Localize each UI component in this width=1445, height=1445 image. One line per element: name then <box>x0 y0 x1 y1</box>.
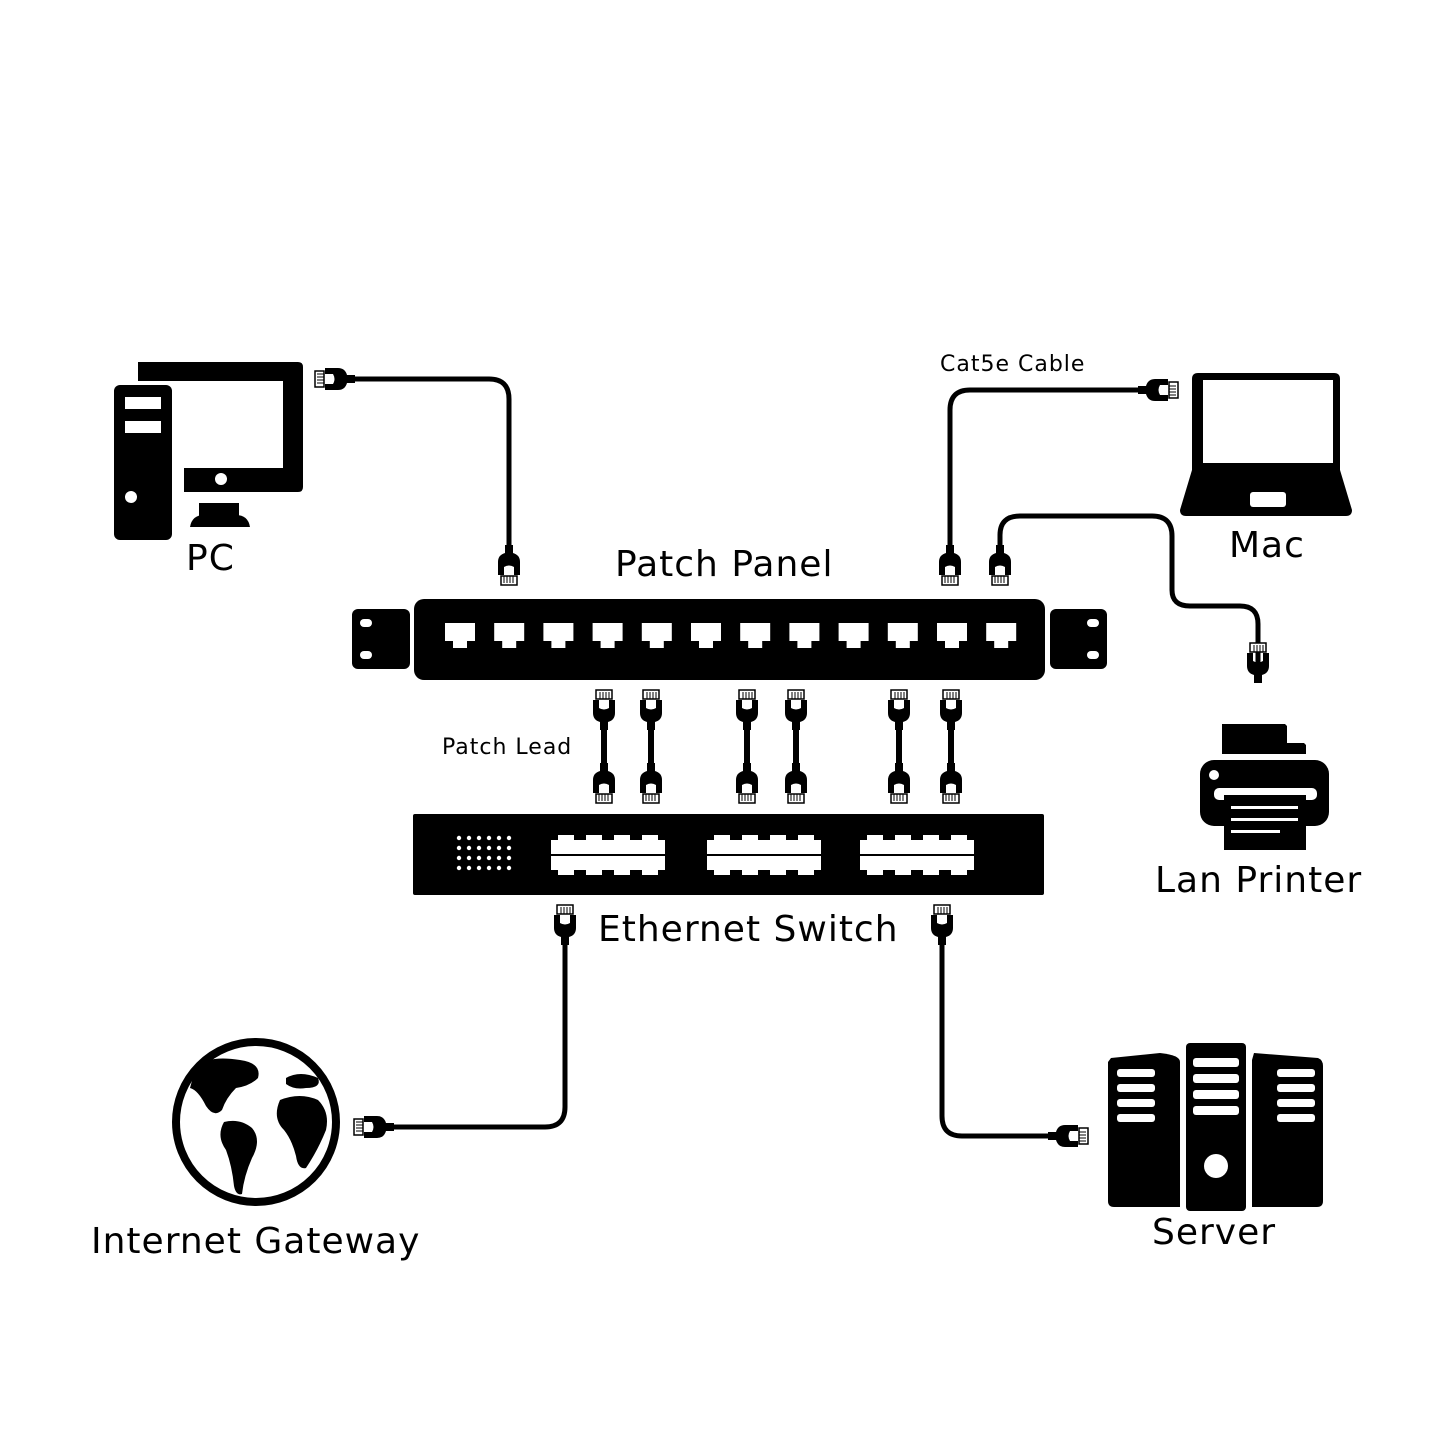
ethernet-switch <box>413 814 1044 895</box>
patch-panel-left-ear <box>352 609 410 669</box>
server-rack-icon <box>1108 1043 1323 1211</box>
vent-dot <box>506 835 512 841</box>
vent-dot <box>476 855 482 861</box>
rj45-plug-icon <box>887 689 911 731</box>
cables <box>352 376 1261 1139</box>
vent-dot <box>496 835 502 841</box>
vent-dot <box>506 845 512 851</box>
vent-dot <box>506 855 512 861</box>
vent-dot <box>476 845 482 851</box>
globe-icon <box>172 1038 340 1206</box>
switch-body <box>413 814 1044 895</box>
vent-dot <box>456 845 462 851</box>
cable-switch-to-server <box>939 932 1051 1139</box>
vent-dot <box>456 855 462 861</box>
vent-dot <box>486 835 492 841</box>
vent-dot <box>466 835 472 841</box>
vent-dot <box>476 835 482 841</box>
vent-dot <box>466 855 472 861</box>
rj45-plug-icon <box>887 762 911 804</box>
vent-dot <box>496 845 502 851</box>
rj45-plug-icon <box>497 544 521 586</box>
switch-vent-grid <box>456 835 512 871</box>
vent-dot <box>476 865 482 871</box>
patch-lead-cable <box>735 689 759 804</box>
vent-dot <box>496 865 502 871</box>
rj45-plug-icon <box>592 689 616 731</box>
patch-panel-label: Patch Panel <box>615 544 834 585</box>
vent-dot <box>466 865 472 871</box>
vent-dot <box>486 865 492 871</box>
vent-dot <box>496 855 502 861</box>
rj45-plug-icon <box>1047 1124 1089 1148</box>
patch-lead-cable <box>592 689 616 804</box>
cable-mac-to-panel <box>947 387 1141 548</box>
rj45-plug-icon <box>784 762 808 804</box>
vent-dot <box>486 845 492 851</box>
rj45-plug-icon <box>784 689 808 731</box>
rj45-plug-icon <box>939 689 963 731</box>
desktop-computer-icon <box>114 362 303 540</box>
rj45-plug-icon <box>988 544 1012 586</box>
rj45-plug-icon <box>1137 378 1179 402</box>
patch-lead-cable <box>939 689 963 804</box>
vent-dot <box>486 855 492 861</box>
printer-icon <box>1200 724 1329 850</box>
rj45-plug-icon <box>938 544 962 586</box>
cable-pc-to-panel <box>352 376 512 548</box>
rj45-plug-icon <box>314 367 356 391</box>
patch-lead-label: Patch Lead <box>442 735 573 760</box>
pc-label: PC <box>186 538 235 579</box>
cable-switch-to-internet <box>391 932 568 1130</box>
vent-dot <box>466 845 472 851</box>
patch-lead-cable <box>639 689 663 804</box>
rj45-plug-icon <box>639 689 663 731</box>
vent-dot <box>456 835 462 841</box>
mac-label: Mac <box>1229 525 1305 566</box>
rj45-plug-icon <box>592 762 616 804</box>
server-label: Server <box>1152 1212 1277 1253</box>
vent-dot <box>506 865 512 871</box>
rj45-plug-icon <box>639 762 663 804</box>
patch-panel-body <box>414 599 1045 680</box>
rj45-plug-icon <box>353 1115 395 1139</box>
cat5e-cable-label: Cat5e Cable <box>940 352 1086 377</box>
rj45-plug-icon <box>930 904 954 946</box>
patch-lead-cable <box>784 689 808 804</box>
patch-leads <box>592 689 963 804</box>
rj45-plug-icon <box>1246 642 1270 684</box>
rj45-plug-icon <box>735 762 759 804</box>
internet-gateway-label: Internet Gateway <box>91 1221 421 1262</box>
patch-lead-cable <box>887 689 911 804</box>
laptop-icon <box>1180 373 1352 516</box>
rj45-plug-icon <box>939 762 963 804</box>
ethernet-switch-label: Ethernet Switch <box>598 909 899 950</box>
cable-printer-to-panel <box>997 513 1261 670</box>
patch-panel <box>352 599 1107 680</box>
rj45-plug-icon <box>553 904 577 946</box>
rj45-plug-icon <box>735 689 759 731</box>
patch-panel-right-ear <box>1050 609 1107 669</box>
vent-dot <box>456 865 462 871</box>
lan-printer-label: Lan Printer <box>1155 860 1363 901</box>
